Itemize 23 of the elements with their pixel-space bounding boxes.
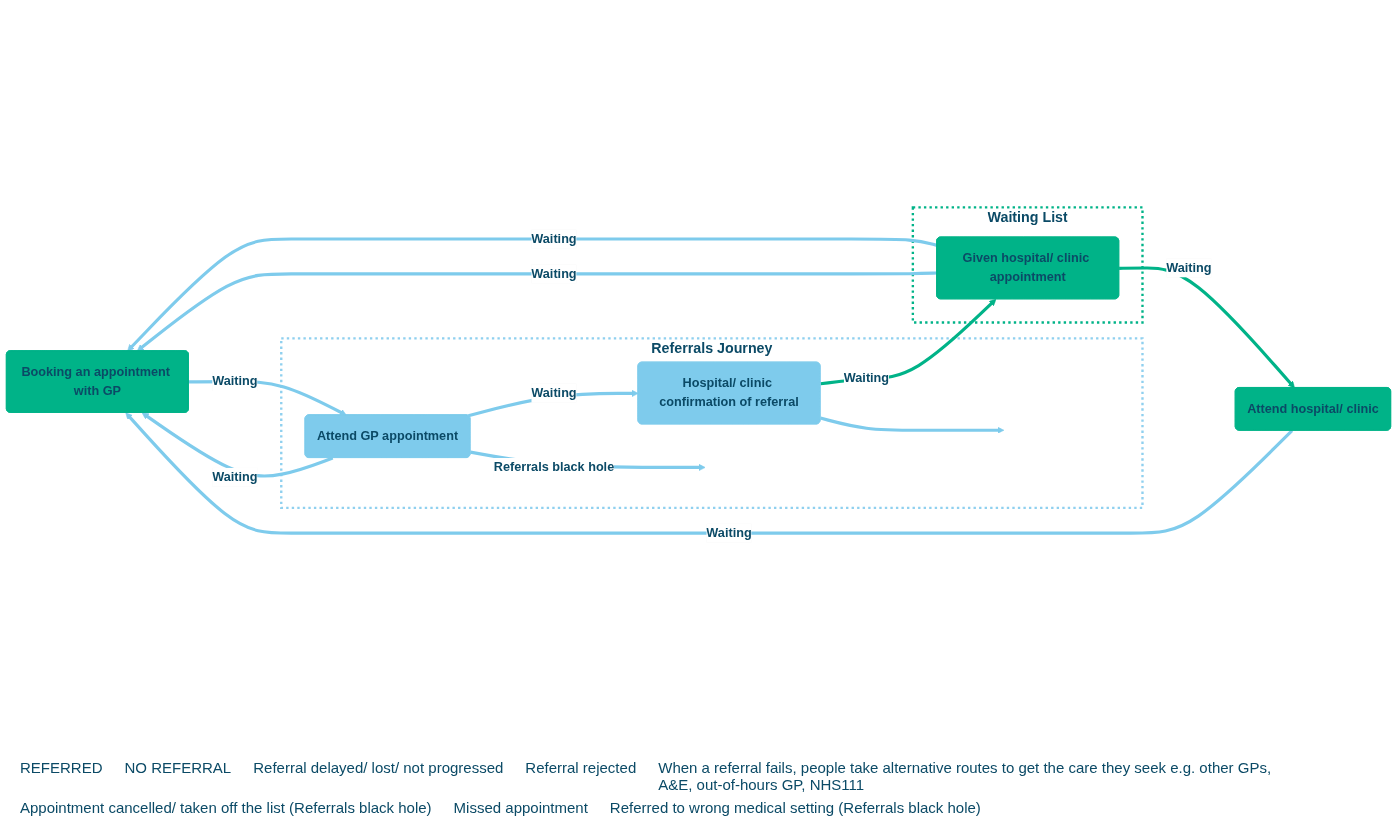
edge-label: Waiting	[706, 526, 752, 540]
arrow	[1119, 266, 1295, 389]
note-text: Referred to wrong medical setting (Referrals black hole)	[609, 799, 981, 816]
edge-label: Waiting	[531, 232, 577, 246]
arrow	[141, 413, 334, 479]
arrow	[136, 271, 938, 352]
edge-label: Waiting	[531, 267, 577, 281]
note-text: NO REFERRAL	[124, 759, 232, 778]
edge-label: Waiting	[212, 374, 258, 389]
arrow	[820, 417, 1005, 435]
note-text: Appointment cancelled/ taken off the list (Referrals black hole)	[20, 799, 432, 816]
note-text: Referral delayed/ lost/ not progressed	[253, 759, 504, 778]
edge-label: Waiting	[212, 470, 258, 485]
arrow	[125, 413, 1294, 536]
edge-label: Referrals black hole	[493, 460, 615, 475]
note-text: Referral rejected	[525, 759, 637, 778]
note-text: When a referral fails, people take alternative routes to get the care they seek e.g. other GPs, A&E, out-of-hours GP, NHS111	[658, 759, 1273, 793]
note-text: Missed appointment	[453, 799, 588, 816]
note-text: REFERRED	[20, 759, 103, 778]
arrow	[127, 237, 938, 352]
edge-label: Waiting	[1166, 261, 1212, 275]
edge-label: Waiting	[531, 386, 577, 400]
edge-label: Waiting	[843, 371, 890, 386]
